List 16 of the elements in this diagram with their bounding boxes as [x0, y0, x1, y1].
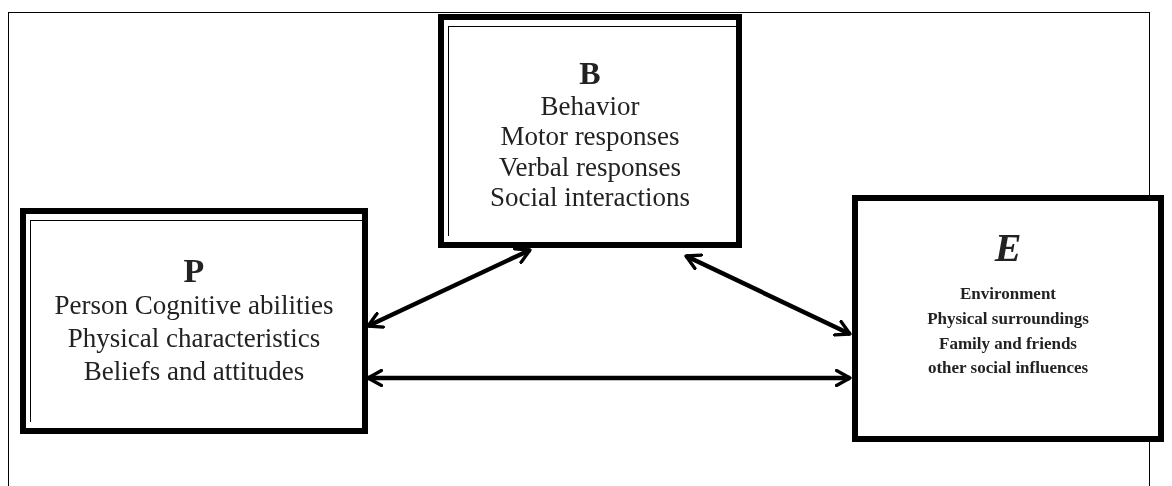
box-text: Person Cognitive abilities Physical characteristics Beliefs and attitudes: [53, 289, 335, 389]
box-text: Physical surroundings: [927, 307, 1089, 330]
box-heading: B: [579, 56, 601, 92]
box-text: Verbal responses: [498, 151, 682, 182]
concept-box: [852, 195, 1164, 442]
box-text: Family and friends: [939, 332, 1077, 355]
box-text: Social interactions: [489, 181, 691, 213]
concept-box: [20, 208, 368, 434]
box-text: Environment: [959, 283, 1056, 306]
double-arrow: [684, 253, 852, 337]
concept-box: [438, 14, 742, 248]
box-text: other social influences: [927, 357, 1089, 380]
box-text: Behavior: [540, 91, 640, 122]
box-text: Motor responses: [500, 121, 680, 152]
box-heading: P: [183, 252, 205, 290]
box-heading: E: [994, 226, 1022, 271]
